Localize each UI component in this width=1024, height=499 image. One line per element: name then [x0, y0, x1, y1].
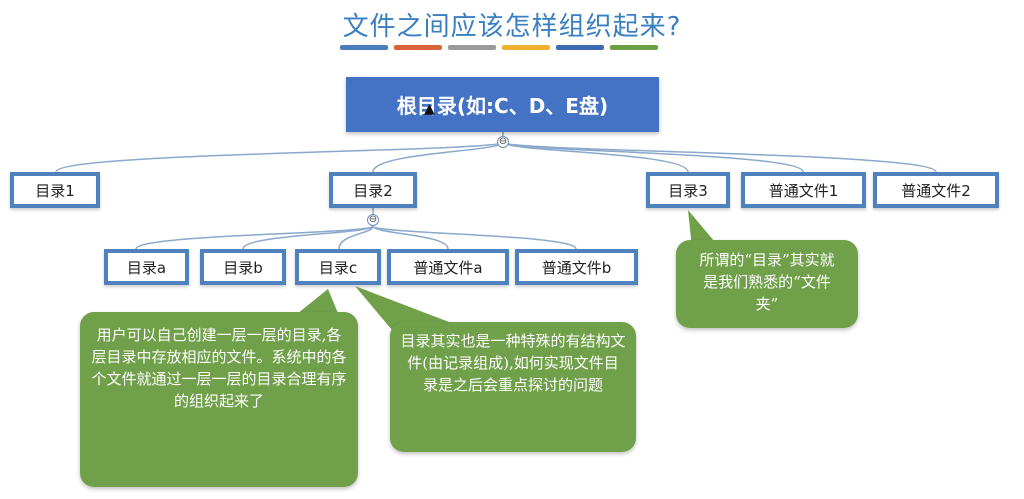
stripe: [340, 45, 388, 50]
stripe: [610, 45, 658, 50]
stripe: [556, 45, 604, 50]
connector-dir2-a: [135, 225, 374, 250]
title-underline-stripes: [340, 45, 658, 50]
connector-root-dir3: [502, 141, 689, 173]
file2-node[interactable]: 普通文件2: [873, 172, 999, 208]
callout-tail-user-dirs: [292, 289, 340, 318]
page-title: 文件之间应该怎样组织起来?: [342, 12, 682, 42]
root-directory-node[interactable]: 根目录(如:C、D、E盘): [346, 77, 659, 132]
stripe: [394, 45, 442, 50]
callout-dir-is-folder: 所谓的“目录”其实就是我们熟悉的“文件夹”: [676, 240, 858, 328]
connector-dir2-c: [338, 225, 374, 250]
connector-dir2-fileb: [372, 225, 577, 250]
callout-tail-dir-is-file: [355, 286, 470, 330]
dir-b-node[interactable]: 目录b: [200, 249, 286, 285]
dir1-node[interactable]: 目录1: [10, 172, 100, 208]
stripe: [448, 45, 496, 50]
dir-a-node[interactable]: 目录a: [104, 249, 189, 285]
callout-tail-dir-is-folder: [688, 210, 720, 248]
file1-node[interactable]: 普通文件1: [741, 172, 866, 208]
connector-dir2-b: [242, 225, 374, 250]
connector-dir2-filea: [372, 225, 449, 250]
mouse-cursor-icon: ▲: [424, 101, 435, 117]
dir3-node[interactable]: 目录3: [646, 172, 730, 208]
collapse-icon[interactable]: ⊖: [497, 136, 509, 148]
connector-root-file2: [502, 141, 937, 173]
dir-c-node[interactable]: 目录c: [295, 249, 381, 285]
callout-user-dirs: 用户可以自己创建一层一层的目录,各层目录中存放相应的文件。系统中的各个文件就通过…: [80, 312, 358, 487]
collapse-icon[interactable]: ⊖: [367, 214, 379, 226]
file-b-node[interactable]: 普通文件b: [515, 249, 638, 285]
file-a-node[interactable]: 普通文件a: [387, 249, 509, 285]
connector-root-dir1: [55, 141, 504, 173]
dir2-node[interactable]: 目录2: [329, 172, 417, 208]
stripe: [502, 45, 550, 50]
callout-dir-is-file: 目录其实也是一种特殊的有结构文件(由记录组成),如何实现文件目录是之后会重点探讨…: [390, 322, 636, 452]
